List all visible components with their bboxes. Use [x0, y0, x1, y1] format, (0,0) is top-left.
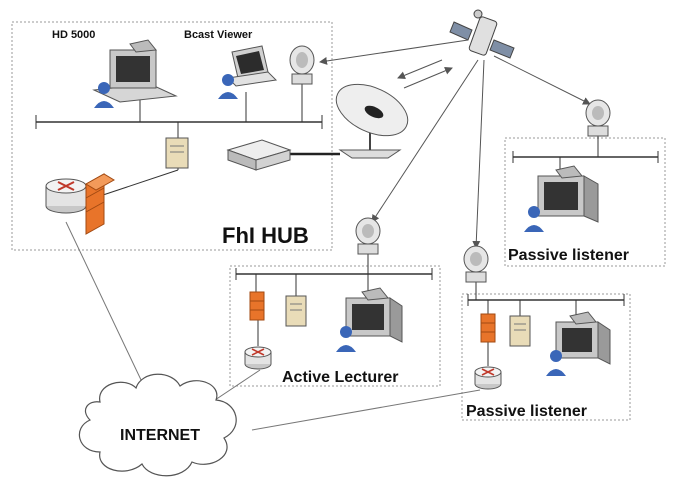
- active-lecturer-label: Active Lecturer: [282, 369, 399, 386]
- hub-label: FhI HUB: [222, 223, 309, 248]
- satellite-dish-icon: [463, 245, 489, 283]
- workstation-icon: [345, 287, 403, 343]
- satellite-dish-icon: [585, 99, 611, 137]
- laptop-icon: [226, 45, 278, 87]
- firewall-icon: [480, 313, 496, 343]
- satellite-dish-icon: [355, 217, 381, 255]
- satellite-links: [319, 39, 591, 249]
- user-icon: [524, 206, 544, 232]
- passive-listener-top-box: [504, 137, 666, 267]
- satellite-dish-icon: [289, 45, 315, 85]
- router-icon: [474, 366, 502, 390]
- active-lecturer-box: [229, 265, 441, 387]
- satellite-dish-icon: [335, 83, 409, 159]
- router-icon: [45, 178, 87, 214]
- router-icon: [244, 346, 272, 370]
- bcast-viewer-label: Bcast Viewer: [184, 29, 253, 41]
- server-icon: [509, 315, 531, 347]
- internet-label: INTERNET: [120, 427, 200, 444]
- hub-network: HD 5000 Bcast Viewer: [35, 29, 340, 248]
- satellite-icon: [449, 9, 515, 59]
- workstation-icon: [555, 311, 611, 365]
- user-icon: [94, 82, 114, 108]
- active-lecturer: Active Lecturer: [235, 217, 433, 386]
- user-icon: [546, 350, 566, 376]
- passive-listener-bottom-label: Passive listener: [466, 403, 587, 420]
- passive-listener-bottom-box: [461, 293, 631, 421]
- hd5000-label: HD 5000: [52, 29, 95, 41]
- passive-listener-top-label: Passive listener: [508, 247, 629, 264]
- hub-box: [11, 21, 333, 251]
- server-icon: [165, 137, 189, 169]
- receiver-box-icon: [226, 139, 292, 171]
- workstation-icon: [92, 39, 178, 103]
- user-icon: [218, 74, 238, 99]
- cloud-icon: INTERNET: [78, 373, 237, 477]
- passive-listener-bottom: Passive listener: [463, 245, 625, 420]
- group-boxes: [11, 21, 666, 421]
- server-icon: [285, 295, 307, 327]
- user-icon: [336, 326, 356, 352]
- firewall-icon: [249, 291, 265, 321]
- workstation-icon: [537, 165, 599, 223]
- firewall-icon: [85, 173, 115, 235]
- passive-listener-top: Passive listener: [508, 99, 659, 264]
